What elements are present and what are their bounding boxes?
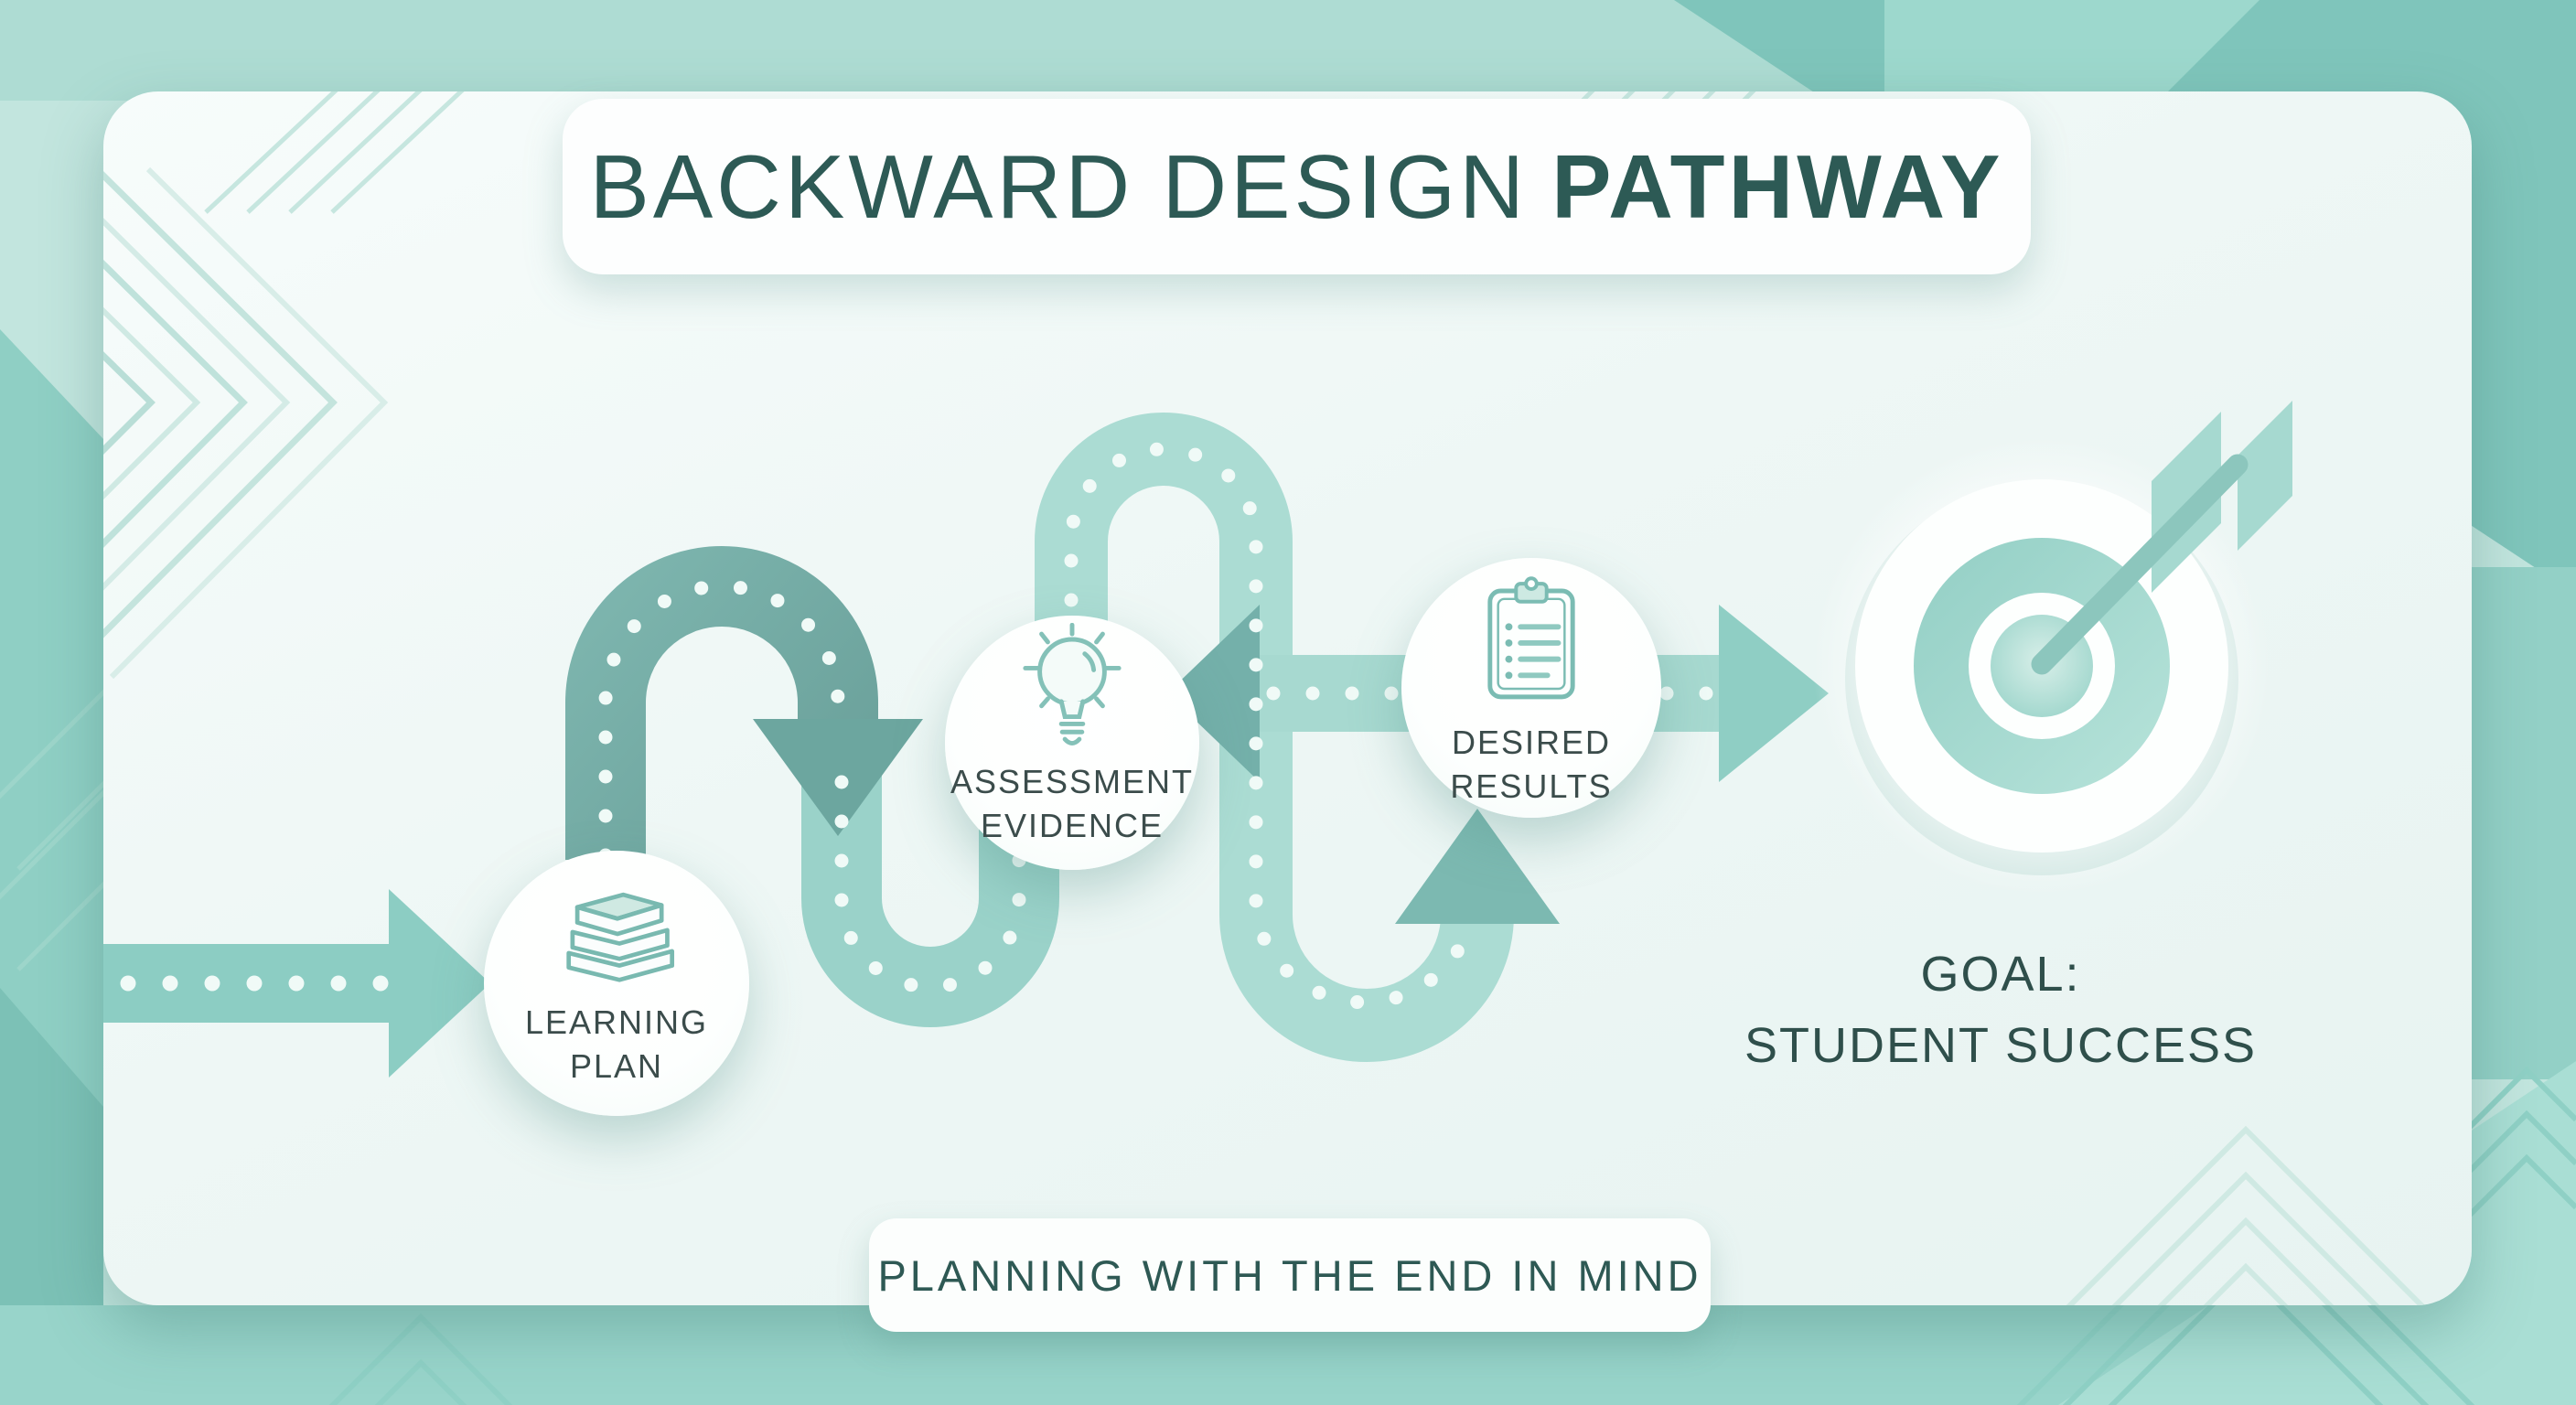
- node-label-line2: PLAN: [569, 1047, 664, 1085]
- node-label-line2: EVIDENCE: [980, 807, 1165, 844]
- goal-label-line1: GOAL:: [1920, 947, 2081, 1002]
- bullseye-arrow-icon: [1813, 401, 2292, 895]
- node-label-line1: ASSESSMENT: [950, 763, 1195, 800]
- page-title-bold: PATHWAY: [1551, 135, 2004, 237]
- road-dotted-lines: [120, 442, 1716, 1010]
- clipboard-checklist-icon: [1487, 576, 1575, 700]
- entry-arrowhead: [389, 889, 490, 1078]
- page-title-regular: BACKWARD DESIGN: [589, 135, 1529, 237]
- node-label-line2: RESULTS: [1450, 767, 1613, 805]
- node-learning-plan: LEARNING PLAN: [484, 851, 749, 1116]
- goal-label: GOAL: STUDENT SUCCESS: [1543, 938, 2458, 1081]
- node-assessment-evidence: ASSESSMENT EVIDENCE: [945, 616, 1199, 870]
- node-label-line1: DESIRED: [1451, 724, 1612, 761]
- lightbulb-icon: [1023, 623, 1122, 745]
- node-desired-results: DESIRED RESULTS: [1401, 558, 1661, 818]
- left-arrowhead: [1167, 605, 1260, 782]
- node-label-line1: LEARNING: [524, 1003, 709, 1041]
- right-arrowhead: [1719, 605, 1829, 782]
- footer-tagline: PLANNING WITH THE END IN MIND: [877, 1250, 1702, 1300]
- books-icon: [566, 892, 675, 982]
- target-arrow-icon: [2031, 401, 2292, 675]
- footer-banner: PLANNING WITH THE END IN MIND: [869, 1218, 1711, 1332]
- goal-label-line2: STUDENT SUCCESS: [1744, 1018, 2258, 1073]
- up-arrowhead: [1395, 809, 1560, 924]
